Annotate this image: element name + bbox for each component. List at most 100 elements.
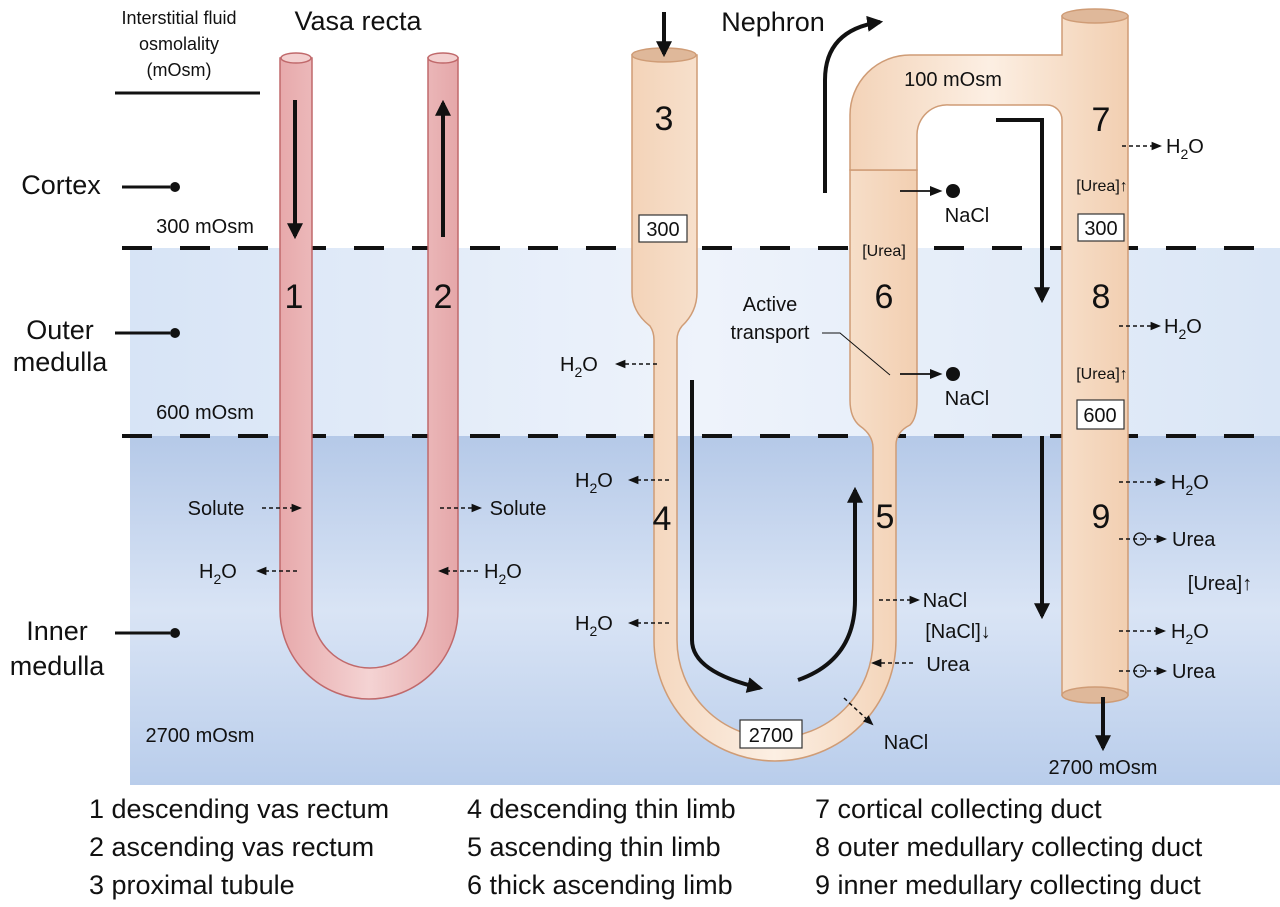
h2o-out-dtl-2: H2O xyxy=(575,470,669,496)
interstitial-label-line-3: (mOsm) xyxy=(147,60,212,80)
collecting-duct-top-opening xyxy=(1061,8,1129,24)
zone-label-cortex: Cortex xyxy=(21,170,101,200)
svg-text:H2O: H2O xyxy=(575,470,613,496)
vasa-descending-opening xyxy=(280,52,312,64)
active-transport-line-2: transport xyxy=(731,322,810,344)
nephron-title: Nephron xyxy=(721,7,825,37)
segment-number-3: 3 xyxy=(655,100,674,138)
segment-number-4: 4 xyxy=(653,500,672,538)
h2o-out-cd-9b: H2O xyxy=(1119,621,1209,647)
h2o-out-cd-7: H2O xyxy=(1122,136,1204,162)
svg-text:H2O: H2O xyxy=(1171,472,1209,498)
legend-item: 4 descending thin limb xyxy=(467,794,736,824)
segment-number-5: 5 xyxy=(876,498,895,536)
inner-pointer-dot xyxy=(170,628,180,638)
urea-transporter-cd-9b: Urea xyxy=(1119,661,1216,683)
legend-item: 9 inner medullary collecting duct xyxy=(815,870,1201,900)
urea-in-atl-label: Urea xyxy=(926,654,970,676)
segment-number-7: 7 xyxy=(1092,101,1111,139)
zone-osm-inner: 2700 mOsm xyxy=(146,725,255,747)
outer-pointer-dot xyxy=(170,328,180,338)
svg-text:H2O: H2O xyxy=(560,354,598,380)
urea-transporter-cd-9a: Urea xyxy=(1119,529,1216,551)
nacl-pump-dot-upper xyxy=(946,184,960,198)
cortex-pointer-dot xyxy=(170,182,180,192)
urea-up-8: [Urea]↑ xyxy=(1076,366,1128,383)
zone-osm-outer: 600 mOsm xyxy=(156,402,254,424)
h2o-out-dtl-3: H2O xyxy=(575,613,669,639)
vasa-ascending-opening xyxy=(427,52,459,64)
active-transport-line-1: Active xyxy=(743,294,797,316)
svg-text:H2O: H2O xyxy=(1164,316,1202,342)
box-loop-2700 xyxy=(739,719,803,749)
box-outer-600-text: 600 xyxy=(1083,405,1116,427)
vasa-recta xyxy=(279,52,459,700)
box-proximal-300 xyxy=(638,214,688,243)
interstitial-label-line-2: osmolality xyxy=(139,34,219,54)
loop-descending-flow-arrow xyxy=(690,380,764,693)
nacl-pump-dot-lower xyxy=(946,367,960,381)
nacl-out-tip-arrow xyxy=(843,697,874,726)
zone-label-outer-line-2: medulla xyxy=(13,347,109,377)
nacl-out-tip-label: NaCl xyxy=(884,732,928,754)
zone-label-inner-line-1: Inner xyxy=(26,616,88,646)
segment-number-6: 6 xyxy=(875,278,894,316)
segment-number-2: 2 xyxy=(434,278,453,316)
box-cortical-300-text: 300 xyxy=(1084,218,1117,240)
legend-item: 5 ascending thin limb xyxy=(467,832,721,862)
h2o-in-vasa-asc: H2O xyxy=(437,561,522,587)
legend-column-1: 1 descending vas rectum 2 ascending vas … xyxy=(89,790,389,904)
nacl-out-atl-label: NaCl xyxy=(923,590,967,612)
nephron xyxy=(631,8,1129,762)
segment-number-1: 1 xyxy=(285,278,304,316)
svg-text:H2O: H2O xyxy=(199,561,237,587)
svg-text:H2O: H2O xyxy=(575,613,613,639)
urea-up-7: [Urea]↑ xyxy=(1076,178,1128,195)
collecting-duct-bottom-opening xyxy=(1061,686,1129,704)
distal-osmolality: 100 mOsm xyxy=(904,69,1002,91)
legend-item: 7 cortical collecting duct xyxy=(815,794,1102,824)
zone-label-outer-line-1: Outer xyxy=(26,315,94,345)
legend-item: 2 ascending vas rectum xyxy=(89,832,375,862)
box-cortical-300 xyxy=(1077,213,1125,242)
legend-column-3: 7 cortical collecting duct 8 outer medul… xyxy=(815,790,1202,904)
svg-text:Urea: Urea xyxy=(1172,529,1216,551)
loop-of-henle-tube xyxy=(631,54,918,762)
box-proximal-300-text: 300 xyxy=(646,219,679,241)
h2o-out-cd-8: H2O xyxy=(1119,316,1202,342)
active-transport-leader xyxy=(822,332,891,376)
vasa-recta-tube xyxy=(279,57,459,700)
nacl-label-upper: NaCl xyxy=(945,205,989,227)
final-urine-osmolality: 2700 mOsm xyxy=(1049,757,1158,779)
nacl-label-lower: NaCl xyxy=(945,388,989,410)
svg-text:H2O: H2O xyxy=(1166,136,1204,162)
h2o-out-cd-9a: H2O xyxy=(1119,472,1209,498)
svg-text:H2O: H2O xyxy=(1171,621,1209,647)
distal-tubule-tube xyxy=(849,15,1129,696)
vasa-recta-title: Vasa recta xyxy=(294,6,422,36)
urea-up-9: [Urea]↑ xyxy=(1188,573,1252,595)
h2o-out-dtl-1: H2O xyxy=(560,354,657,380)
interstitial-label-line-1: Interstitial fluid xyxy=(121,8,236,28)
box-outer-600 xyxy=(1076,399,1125,430)
solute-in-label: Solute xyxy=(188,498,245,520)
urea-bracket-tal: [Urea] xyxy=(862,243,906,260)
box-loop-2700-text: 2700 xyxy=(749,725,794,747)
legend-item: 8 outer medullary collecting duct xyxy=(815,832,1203,862)
nacl-down-label: [NaCl]↓ xyxy=(925,621,991,643)
collecting-duct-flow-arrow xyxy=(996,118,1050,304)
h2o-out-vasa-desc: H2O xyxy=(199,561,297,587)
legend-column-2: 4 descending thin limb 5 ascending thin … xyxy=(467,790,736,904)
segment-number-9: 9 xyxy=(1092,498,1111,536)
zone-osm-cortex: 300 mOsm xyxy=(156,216,254,238)
loop-ascending-flow-arrow xyxy=(797,486,863,682)
svg-text:Urea: Urea xyxy=(1172,661,1216,683)
zone-label-inner-line-2: medulla xyxy=(10,651,106,681)
legend-item: 3 proximal tubule xyxy=(89,870,295,900)
distal-flow-arrow xyxy=(823,15,884,193)
legend-item: 6 thick ascending limb xyxy=(467,870,733,900)
legend-item: 1 descending vas rectum xyxy=(89,794,390,824)
segment-number-8: 8 xyxy=(1092,278,1111,316)
svg-text:H2O: H2O xyxy=(484,561,522,587)
